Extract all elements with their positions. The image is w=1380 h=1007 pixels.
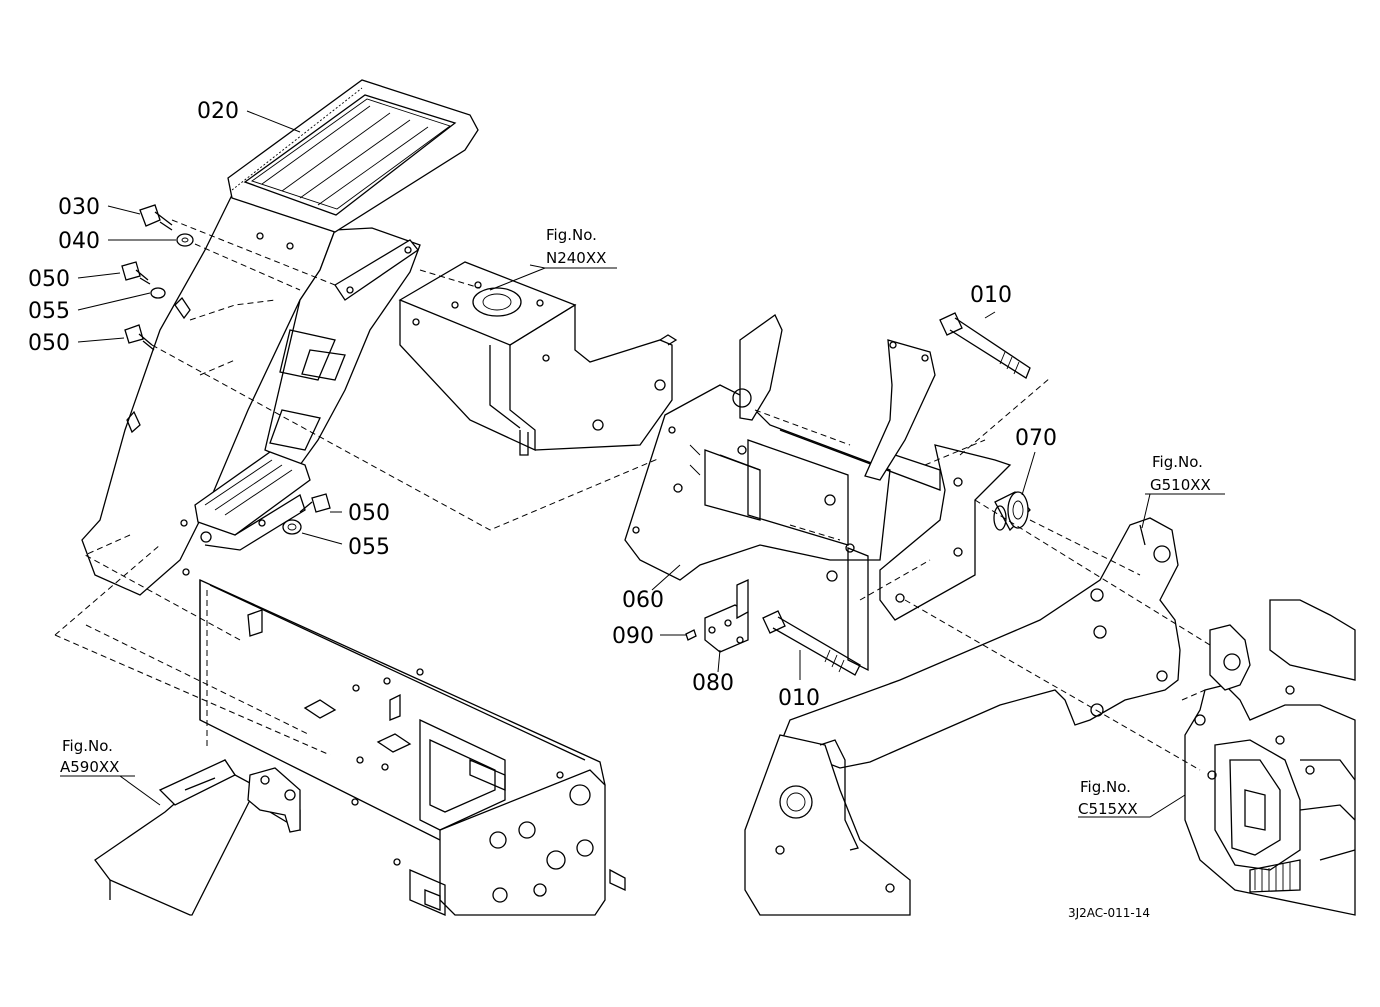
frame-a590 <box>94 578 626 916</box>
label-part-060: 060 <box>622 588 664 613</box>
fig-ref-a590-line2: A590XX <box>60 758 119 776</box>
fastener-050-b <box>124 324 155 351</box>
label-part-070: 070 <box>1015 426 1057 451</box>
label-part-090: 090 <box>612 624 654 649</box>
label-part-040: 040 <box>58 229 100 254</box>
fig-ref-g510-line1: Fig.No. <box>1152 453 1203 471</box>
washer-040 <box>176 233 194 247</box>
fig-ref-a590-line1: Fig.No. <box>62 737 113 755</box>
bolt-010-lower <box>762 610 861 676</box>
washer-055-b <box>282 519 302 535</box>
label-part-020: 020 <box>197 99 239 124</box>
label-part-050-b: 050 <box>28 331 70 356</box>
label-part-010-b: 010 <box>778 686 820 711</box>
bolt-010-upper <box>939 312 1031 379</box>
label-part-080: 080 <box>692 671 734 696</box>
label-part-010-a: 010 <box>970 283 1012 308</box>
bracket-assembly-n240 <box>398 261 678 456</box>
step-panel-020 <box>81 79 479 596</box>
fig-ref-c515-line2: C515XX <box>1078 800 1138 818</box>
label-part-050-c: 050 <box>348 501 390 526</box>
frame-g510 <box>744 517 1181 916</box>
label-part-055-b: 055 <box>348 535 390 560</box>
drawing-code: 3J2AC-011-14 <box>1068 906 1150 920</box>
fastener-050-a <box>121 261 151 285</box>
fastener-050-c <box>299 493 331 513</box>
transmission-c515 <box>1184 599 1356 916</box>
spacer-070 <box>993 491 1031 532</box>
pedal-bracket-060 <box>624 314 1012 672</box>
figure-references: Fig.No. N240XX Fig.No. G510XX Fig.No. A5… <box>60 226 1211 818</box>
fig-ref-g510-line2: G510XX <box>1150 476 1211 494</box>
alignment-lines <box>54 219 1211 771</box>
part-labels: 020 030 040 050 055 050 050 055 010 070 … <box>28 99 1057 711</box>
fig-ref-n240-line2: N240XX <box>546 249 606 267</box>
fig-ref-n240-line1: Fig.No. <box>546 226 597 244</box>
label-part-055-a: 055 <box>28 299 70 324</box>
fastener-030 <box>139 204 173 231</box>
leader-lines <box>60 110 1225 818</box>
bracket-080 <box>685 578 749 653</box>
fig-ref-c515-line1: Fig.No. <box>1080 778 1131 796</box>
label-part-030: 030 <box>58 195 100 220</box>
label-part-050-a: 050 <box>28 267 70 292</box>
washer-055-a <box>150 287 166 299</box>
